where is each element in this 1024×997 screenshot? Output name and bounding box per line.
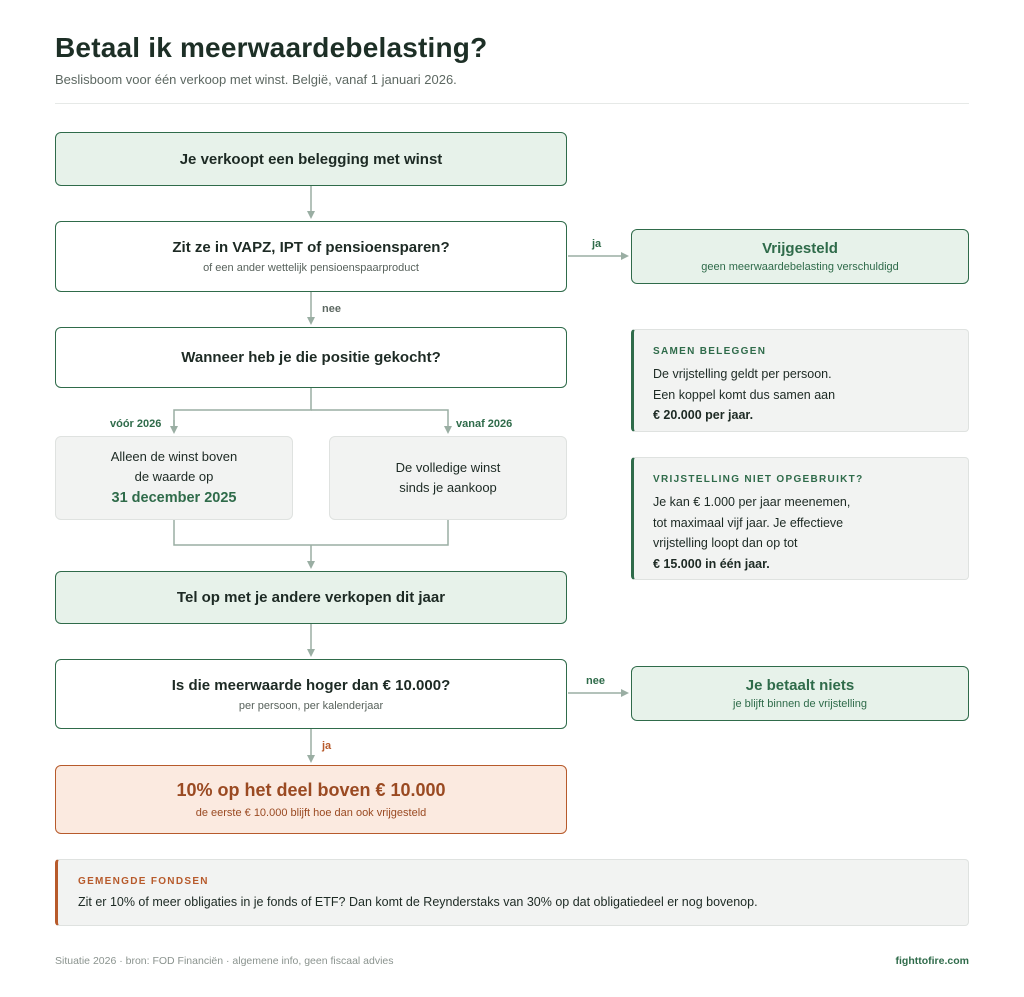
question-threshold-box: Is die meerwaarde hoger dan € 10.000? pe…	[55, 659, 567, 729]
before-2026-box: Alleen de winst boven de waarde op 31 de…	[55, 436, 293, 520]
info-together-body: De vrijstelling geldt per persoon. Een k…	[653, 364, 968, 426]
question-threshold-label: Is die meerwaarde hoger dan € 10.000?	[171, 676, 451, 694]
sum-box: Tel op met je andere verkopen dit jaar	[55, 571, 567, 624]
info-card-together: SAMEN BELEGGEN De vrijstelling geldt per…	[631, 329, 969, 432]
question-purchase-date-label: Wanneer heb je die positie gekocht?	[181, 349, 441, 366]
no-tax-result-sub: je blijft binnen de vrijstelling	[733, 698, 867, 710]
info-unused-title: VRIJSTELLING NIET OPGEBRUIKT?	[653, 474, 864, 485]
info-together-strong: € 20.000 per jaar.	[653, 408, 754, 422]
mixed-funds-text: Zit er 10% of meer obligaties in je fond…	[78, 895, 758, 909]
before-2026-label: vóór 2026	[110, 418, 162, 430]
info-unused-line1: Je kan € 1.000 per jaar meenemen,	[653, 495, 851, 509]
info-card-unused: VRIJSTELLING NIET OPGEBRUIKT? Je kan € 1…	[631, 457, 969, 580]
connector-merge	[173, 520, 449, 546]
footer-site-link[interactable]: fighttofire.com	[895, 955, 970, 967]
question-pension-box: Zit ze in VAPZ, IPT of pensioensparen? o…	[55, 221, 567, 292]
info-unused-strong: € 15.000 in één jaar.	[653, 556, 770, 571]
info-unused-line2: tot maximaal vijf jaar. Je effectieve	[653, 515, 844, 530]
info-together-line1: De vrijstelling geldt per persoon.	[653, 367, 832, 381]
sum-label: Tel op met je andere verkopen dit jaar	[176, 589, 446, 606]
question-pension-sub: of een ander wettelijk pensioenspaarprod…	[203, 262, 419, 274]
tax-result-sub: de eerste € 10.000 blijft hoe dan ook vr…	[195, 807, 427, 819]
question-pension-label: Zit ze in VAPZ, IPT of pensioensparen?	[172, 239, 450, 256]
header-divider	[55, 103, 969, 104]
exempt-result-sub: geen meerwaardebelasting verschuldigd	[701, 261, 899, 273]
info-unused-line3: vrijstelling loopt dan op tot	[653, 536, 798, 550]
info-together-line2: Een koppel komt dus samen aan	[653, 387, 836, 402]
from-2026-line2: sinds je aankoop	[399, 480, 497, 495]
no-tax-result-label: Je betaalt niets	[745, 677, 855, 694]
from-2026-line1: De volledige winst	[395, 460, 501, 475]
connector-q2-split	[173, 388, 312, 432]
question-purchase-date-box: Wanneer heb je die positie gekocht?	[55, 327, 567, 388]
tax-result-label: 10% op het deel boven € 10.000	[176, 780, 446, 800]
before-2026-line2: de waarde op	[134, 469, 214, 484]
from-2026-box: De volledige winst sinds je aankoop	[329, 436, 567, 520]
before-2026-line1: Alleen de winst boven	[110, 449, 238, 464]
tax-result-box: 10% op het deel boven € 10.000 de eerste…	[55, 765, 567, 834]
page-title: Betaal ik meerwaardebelasting?	[55, 32, 488, 63]
mixed-funds-title: GEMENGDE FONDSEN	[78, 876, 209, 887]
pension-no-label: nee	[322, 303, 341, 315]
page-subtitle: Beslisboom voor één verkoop met winst. B…	[55, 72, 457, 87]
from-2026-label: vanaf 2026	[456, 418, 513, 430]
mixed-funds-note: GEMENGDE FONDSEN Zit er 10% of meer obli…	[55, 859, 969, 926]
info-unused-body: Je kan € 1.000 per jaar meenemen, tot ma…	[653, 492, 968, 574]
threshold-no-label: nee	[586, 675, 605, 687]
threshold-yes-label: ja	[322, 740, 332, 752]
no-tax-result-box: Je betaalt niets je blijft binnen de vri…	[631, 666, 969, 721]
question-threshold-sub: per persoon, per kalenderjaar	[238, 699, 384, 712]
before-2026-date: 31 december 2025	[111, 490, 237, 506]
start-label: Je verkoopt een belegging met winst	[179, 150, 443, 168]
exempt-result-box: Vrijgesteld geen meerwaardebelasting ver…	[631, 229, 969, 284]
pension-yes-label: ja	[592, 238, 602, 250]
footer-source: Situatie 2026 · bron: FOD Financiën · al…	[55, 955, 394, 967]
connector-q2-after	[311, 409, 452, 434]
info-together-title: SAMEN BELEGGEN	[653, 346, 767, 357]
start-box: Je verkoopt een belegging met winst	[55, 132, 567, 186]
exempt-result-label: Vrijgesteld	[762, 240, 838, 257]
